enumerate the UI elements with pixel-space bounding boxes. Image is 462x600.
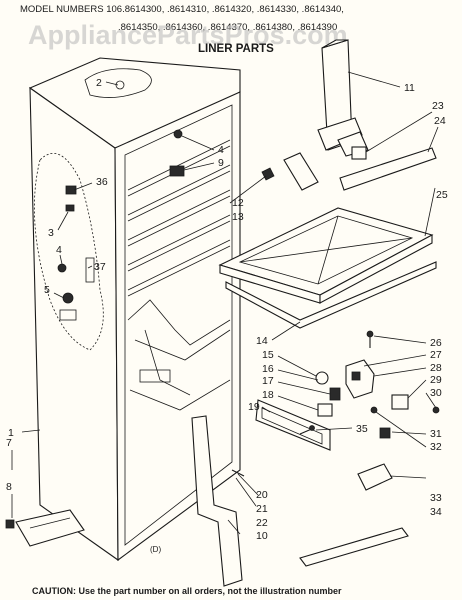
callout-37: 37	[94, 261, 106, 273]
duct-part-11	[317, 39, 369, 157]
control-assembly	[345, 359, 440, 439]
grille-strip	[299, 527, 409, 567]
callout-24: 24	[434, 115, 446, 127]
callout-32: 32	[430, 441, 442, 453]
callout-14: 14	[256, 335, 268, 347]
callout-33: 33	[430, 492, 442, 504]
diagram-title: LINER PARTS	[198, 43, 274, 55]
strip-part-24	[339, 147, 437, 191]
switch-part-33	[357, 463, 393, 491]
channel-part-20	[191, 415, 243, 587]
callout-8: 8	[6, 481, 12, 493]
clip-part-23	[351, 146, 367, 160]
callout-12: 12	[232, 197, 244, 209]
caution-caption: CAUTION: Use the part number on all orde…	[32, 586, 342, 596]
side-parts	[57, 129, 185, 321]
hinge-part-7	[5, 509, 85, 547]
model-numbers-line-1: MODEL NUMBERS 106.8614300, .8614310, .86…	[20, 4, 344, 15]
callout-22: 22	[256, 517, 268, 529]
light-assembly	[315, 371, 341, 417]
callout-1: 1	[8, 427, 14, 439]
callout-20: 20	[256, 489, 268, 501]
small-mark: (D)	[150, 545, 161, 554]
callout-36: 36	[96, 176, 108, 188]
callout-3: 3	[48, 227, 54, 239]
callout-2: 2	[96, 77, 102, 89]
model-numbers-line-2: .8614350, .8614360, .8614370, .8614380, …	[118, 22, 337, 33]
callout-11: 11	[404, 82, 415, 94]
callout-9: 9	[218, 157, 224, 169]
callout-23: 23	[432, 100, 444, 112]
light-shield-part-19	[255, 399, 331, 451]
callout-13: 13	[232, 211, 244, 223]
pin-part-21	[231, 469, 245, 477]
callout-4-left: 4	[56, 244, 62, 256]
callout-15: 15	[262, 349, 274, 361]
callout-26: 26	[430, 337, 442, 349]
trim-part-14	[225, 261, 437, 329]
bracket-part-12	[261, 152, 319, 191]
callout-31: 31	[430, 428, 442, 440]
callout-25: 25	[436, 189, 448, 201]
callout-27: 27	[430, 349, 442, 361]
callout-16: 16	[262, 363, 274, 375]
callout-17: 17	[262, 375, 274, 387]
callout-5: 5	[44, 284, 50, 296]
screw-part-26	[366, 330, 374, 348]
callout-18: 18	[262, 389, 274, 401]
callout-29: 29	[430, 374, 442, 386]
callout-30: 30	[430, 387, 442, 399]
watermark: AppliancePartsPros.com	[28, 20, 348, 50]
callout-10: 10	[256, 530, 268, 542]
callout-35: 35	[356, 423, 368, 435]
callout-21: 21	[256, 503, 268, 515]
cover-frame-part-25	[218, 207, 434, 304]
callout-labels: 2 36 3 4 37 5 1 7 8 4 9 12 13 11 23 24 2…	[6, 77, 448, 554]
screw-part-35	[299, 425, 315, 435]
callout-19: 19	[248, 401, 260, 413]
callout-28: 28	[430, 362, 442, 374]
leader-lines	[11, 71, 439, 535]
callout-34: 34	[430, 506, 442, 518]
callout-4-right: 4	[218, 144, 224, 156]
callout-7: 7	[6, 437, 12, 449]
